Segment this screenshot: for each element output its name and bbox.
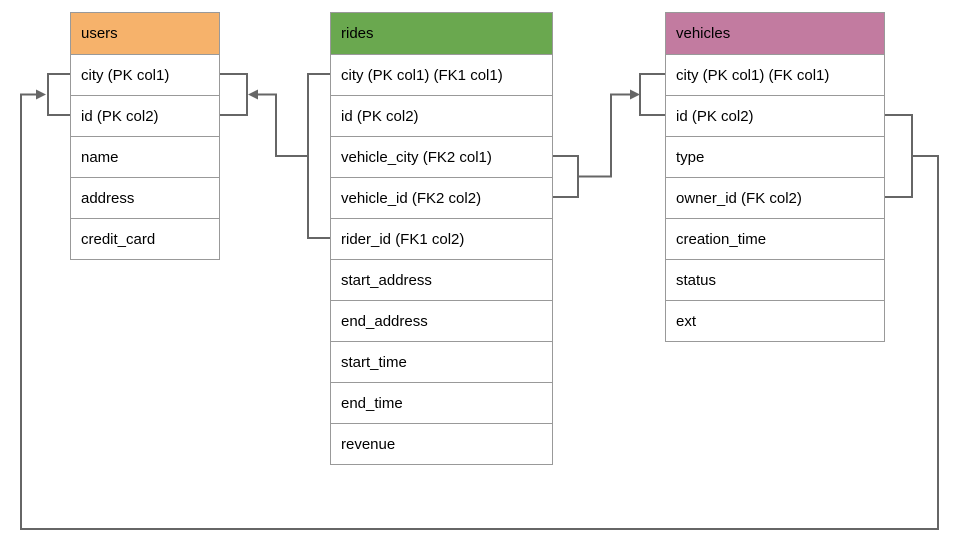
vehicles-right-bracket — [885, 114, 913, 198]
rides-right-bracket — [553, 155, 579, 198]
connector-rides-to-users — [220, 73, 330, 239]
connector-rides-to-vehicles — [553, 73, 665, 198]
column-row: vehicle_city (FK2 col1) — [331, 136, 552, 177]
rides-vehicles-elbow — [578, 93, 630, 178]
users-left-bracket — [47, 73, 70, 116]
rides-users-elbow — [258, 93, 308, 157]
column-row: type — [666, 136, 884, 177]
column-row: city (PK col1) (FK1 col1) — [331, 54, 552, 95]
column-row: owner_id (FK col2) — [666, 177, 884, 218]
arrowhead-to-vehicles-left — [630, 89, 640, 100]
column-row: city (PK col1) — [71, 54, 219, 95]
column-row: status — [666, 259, 884, 300]
column-row: id (PK col2) — [71, 95, 219, 136]
rides-left-bracket — [307, 73, 330, 239]
column-row: id (PK col2) — [331, 95, 552, 136]
column-row: revenue — [331, 423, 552, 464]
arrowhead-to-users-right — [248, 89, 258, 100]
column-row: start_time — [331, 341, 552, 382]
table-vehicles: vehicles city (PK col1) (FK col1) id (PK… — [665, 12, 885, 342]
table-users: users city (PK col1) id (PK col2) name a… — [70, 12, 220, 260]
column-row: start_address — [331, 259, 552, 300]
table-header-rides: rides — [331, 13, 552, 54]
column-row: creation_time — [666, 218, 884, 259]
column-row: ext — [666, 300, 884, 341]
vehicles-left-bracket — [639, 73, 665, 116]
column-row: credit_card — [71, 218, 219, 259]
column-row: city (PK col1) (FK col1) — [666, 54, 884, 95]
column-row: address — [71, 177, 219, 218]
column-row: rider_id (FK1 col2) — [331, 218, 552, 259]
table-header-users: users — [71, 13, 219, 54]
column-row: name — [71, 136, 219, 177]
column-row: end_address — [331, 300, 552, 341]
column-row: end_time — [331, 382, 552, 423]
users-right-bracket — [220, 73, 248, 116]
arrowhead-to-users-left — [36, 89, 46, 100]
connector-vehicles-to-users — [20, 73, 939, 530]
column-row: vehicle_id (FK2 col2) — [331, 177, 552, 218]
table-header-vehicles: vehicles — [666, 13, 884, 54]
vehicles-users-long-rail — [20, 93, 939, 530]
table-rides: rides city (PK col1) (FK1 col1) id (PK c… — [330, 12, 553, 465]
column-row: id (PK col2) — [666, 95, 884, 136]
